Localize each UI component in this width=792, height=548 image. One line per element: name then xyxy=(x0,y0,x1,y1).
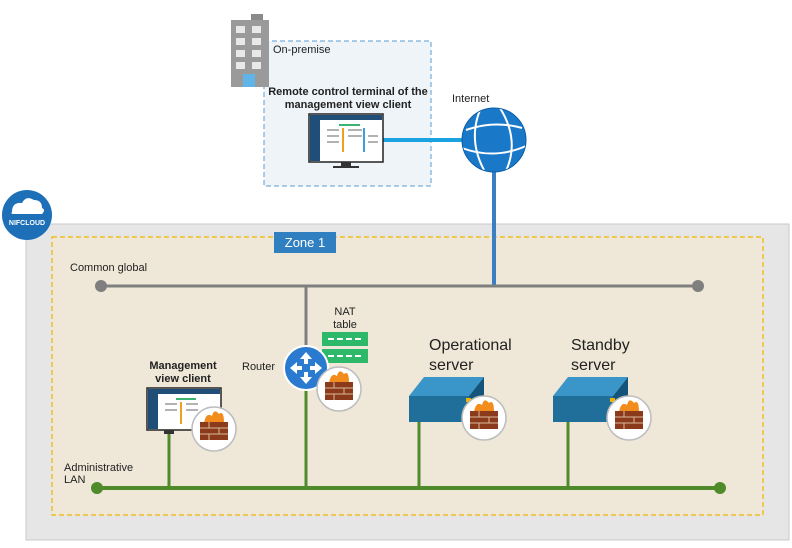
firewall-icon xyxy=(606,395,652,441)
firewall-icon xyxy=(191,406,237,452)
building-icon xyxy=(231,14,269,87)
firewall-icon xyxy=(316,366,362,412)
nat-table-icon xyxy=(322,332,368,363)
terminal-label: Remote control terminal of the managemen… xyxy=(268,86,428,111)
operational-server-label: Operational server xyxy=(429,337,512,374)
zone-label: Zone 1 xyxy=(274,232,336,253)
firewall-icon xyxy=(461,395,507,441)
nifcloud-logo xyxy=(2,190,52,240)
terminal-monitor-icon xyxy=(308,113,384,168)
router-icon xyxy=(283,345,329,391)
router-label: Router xyxy=(242,361,276,373)
onpremise-label: On-premise xyxy=(273,44,331,56)
management-client-label: Management view client xyxy=(149,360,217,385)
nat-table-label: NAT table xyxy=(333,306,357,331)
internet-globe-icon xyxy=(461,107,527,173)
standby-server-label: Standby server xyxy=(571,337,630,374)
administrative-lan-label: Administrative LAN xyxy=(64,462,134,486)
internet-label: Internet xyxy=(452,93,490,105)
nifcloud-logo-text: NIFCLOUD xyxy=(8,220,46,227)
common-global-label: Common global xyxy=(70,262,148,274)
